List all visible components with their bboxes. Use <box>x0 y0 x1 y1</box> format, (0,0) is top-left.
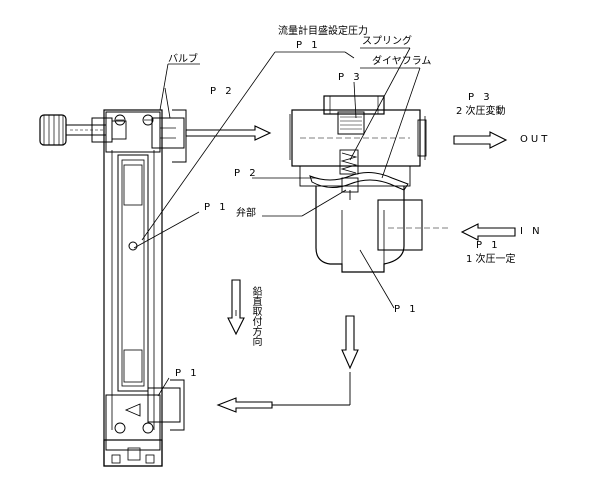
valve-part-label: 弁部 <box>236 208 256 219</box>
p2-regulator-label: P 2 <box>234 168 259 179</box>
spring-label: スプリング <box>362 36 412 47</box>
p2-top-label: P 2 <box>210 86 235 97</box>
leader-lines <box>133 47 421 397</box>
p1-right-label: P 1 <box>476 240 501 251</box>
diaphragm-label: ダイヤフラム <box>372 56 432 67</box>
primary-pressure-label: 1 次圧一定 <box>466 254 516 265</box>
p3-right-label: P 3 <box>468 92 493 103</box>
p1-bottom-label: P 1 <box>175 368 200 379</box>
p3-top-label: P 3 <box>338 72 363 83</box>
flow-meter-p1-label: P 1 <box>296 40 321 51</box>
in-label: I N <box>520 226 543 237</box>
valve-label: バルブ <box>168 54 198 65</box>
out-label: OUT <box>520 134 551 145</box>
secondary-pressure-label: 2 次圧変動 <box>456 106 506 117</box>
flow-arrows <box>185 125 516 413</box>
regulator <box>289 95 450 273</box>
flow-meter <box>39 109 187 467</box>
p1-mid-label: P 1 <box>204 202 229 213</box>
p1-regulator-bottom-label: P 1 <box>394 304 419 315</box>
vertical-mount-direction-label: 鉛直取付方向 <box>250 286 261 346</box>
flow-meter-pressure-label: 流量計目盛設定圧力 <box>278 26 368 37</box>
